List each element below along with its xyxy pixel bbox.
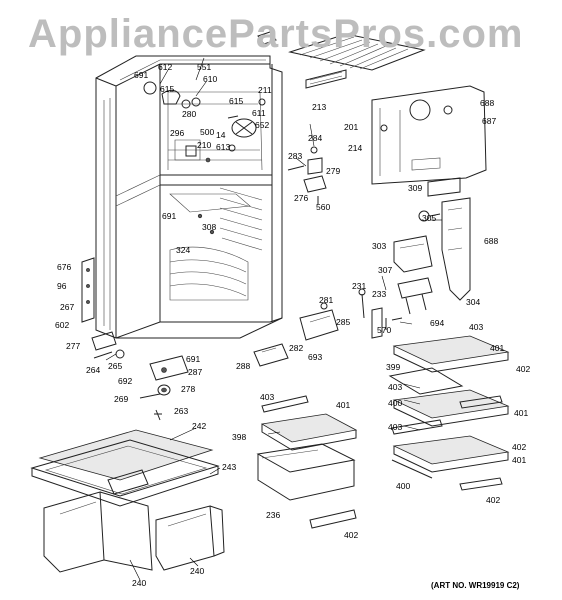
label-276: 276 — [294, 193, 308, 203]
label-687: 687 — [482, 116, 496, 126]
label-214: 214 — [348, 143, 362, 153]
label-403-c: 403 — [260, 392, 274, 402]
label-277: 277 — [66, 341, 80, 351]
label-401-c: 401 — [512, 455, 526, 465]
leader-lines — [105, 57, 442, 581]
label-615-b: 615 — [229, 96, 243, 106]
label-693: 693 — [308, 352, 322, 362]
label-402-c: 402 — [344, 530, 358, 540]
label-242: 242 — [192, 421, 206, 431]
label-692: 692 — [118, 376, 132, 386]
label-213: 213 — [312, 102, 326, 112]
label-296: 296 — [170, 128, 184, 138]
crisper-drawers-drawing — [30, 429, 225, 573]
label-324: 324 — [176, 245, 190, 255]
label-611: 611 — [252, 108, 266, 118]
label-240: 240 — [132, 578, 146, 588]
label-400: 400 — [388, 398, 402, 408]
label-688-b: 688 — [484, 236, 498, 246]
art-number: (ART NO. WR19919 C2) — [431, 581, 520, 590]
cabinet-drawing — [81, 55, 289, 421]
label-401-b: 401 — [514, 408, 528, 418]
label-96: 96 — [57, 281, 67, 291]
label-287: 287 — [188, 367, 202, 377]
label-285: 285 — [336, 317, 350, 327]
label-402-d: 402 — [486, 495, 500, 505]
label-303: 303 — [372, 241, 386, 251]
label-560: 560 — [316, 202, 330, 212]
label-304: 304 — [466, 297, 480, 307]
label-308: 308 — [202, 222, 216, 232]
label-551: 551 — [197, 62, 211, 72]
label-652: 652 — [255, 120, 269, 130]
label-264: 264 — [86, 365, 100, 375]
label-288: 288 — [236, 361, 250, 371]
label-403-d: 403 — [388, 422, 402, 432]
label-403: 403 — [469, 322, 483, 332]
wire-shelf-drawing — [257, 31, 426, 89]
label-399: 399 — [386, 362, 400, 372]
label-309: 309 — [408, 183, 422, 193]
label-400-b: 400 — [396, 481, 410, 491]
label-243: 243 — [222, 462, 236, 472]
label-676: 676 — [57, 262, 71, 272]
label-280: 280 — [182, 109, 196, 119]
watermark: AppliancePartsPros.com — [28, 12, 524, 56]
label-14: 14 — [216, 130, 226, 140]
label-279: 279 — [326, 166, 340, 176]
part-labels: 612 551 691 610 615 280 615 211 611 652 … — [55, 62, 530, 588]
label-602: 602 — [55, 320, 69, 330]
label-570: 570 — [377, 325, 391, 335]
label-265: 265 — [108, 361, 122, 371]
right-glass-shelves-drawing — [388, 335, 510, 491]
label-263: 263 — [174, 406, 188, 416]
label-613: 613 — [216, 142, 230, 152]
label-267: 267 — [60, 302, 74, 312]
label-610: 610 — [203, 74, 217, 84]
label-691-c: 691 — [186, 354, 200, 364]
label-615: 615 — [160, 84, 174, 94]
label-398: 398 — [232, 432, 246, 442]
label-500: 500 — [200, 127, 214, 137]
label-231: 231 — [352, 281, 366, 291]
label-269: 269 — [114, 394, 128, 404]
label-201: 201 — [344, 122, 358, 132]
label-233: 233 — [372, 289, 386, 299]
label-211: 211 — [258, 85, 272, 95]
label-402-b: 402 — [512, 442, 526, 452]
label-281: 281 — [319, 295, 333, 305]
label-305: 305 — [422, 213, 436, 223]
small-parts-drawing — [287, 146, 403, 341]
label-691-b: 691 — [162, 211, 176, 221]
label-283: 283 — [288, 151, 302, 161]
label-688: 688 — [480, 98, 494, 108]
label-612: 612 — [158, 62, 172, 72]
label-402: 402 — [516, 364, 530, 374]
label-278: 278 — [181, 384, 195, 394]
label-284: 284 — [308, 133, 322, 143]
label-307: 307 — [378, 265, 392, 275]
middle-shelf-drawing — [256, 395, 358, 529]
right-panel-drawing — [371, 85, 487, 315]
label-401-d: 401 — [336, 400, 350, 410]
label-282: 282 — [289, 343, 303, 353]
label-403-b: 403 — [388, 382, 402, 392]
label-691: 691 — [134, 70, 148, 80]
label-401: 401 — [490, 343, 504, 353]
label-236: 236 — [266, 510, 280, 520]
label-694: 694 — [430, 318, 444, 328]
label-210: 210 — [197, 140, 211, 150]
label-240-b: 240 — [190, 566, 204, 576]
